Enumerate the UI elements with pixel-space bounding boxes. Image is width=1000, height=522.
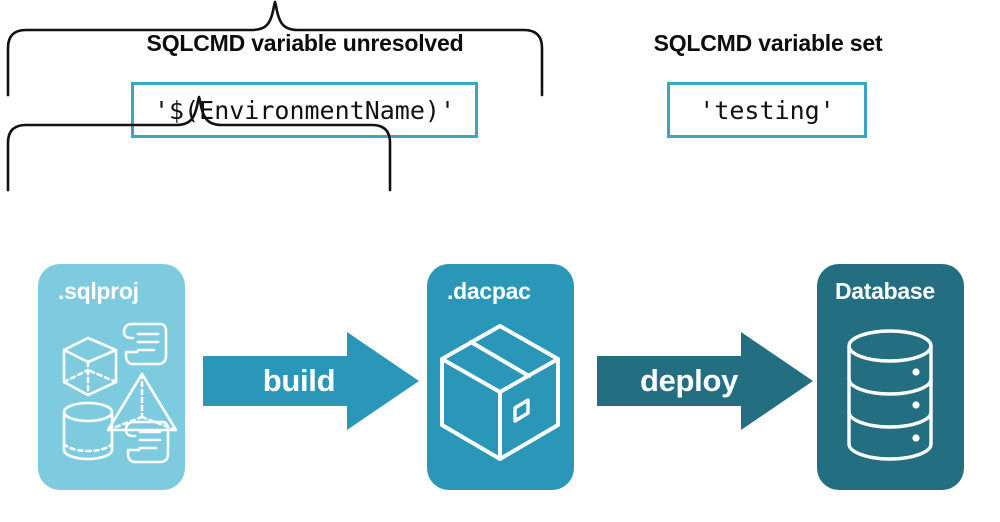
artifact-database[interactable]: Database xyxy=(817,264,964,490)
script-scroll-icon xyxy=(122,322,168,366)
cube-icon xyxy=(62,336,118,397)
left-curly-brace-icon xyxy=(6,0,544,97)
script-scroll-icon xyxy=(124,420,170,464)
artifact-database-icons xyxy=(817,312,964,484)
sqlcmd-variable-value-left: '$(EnvironmentName)' xyxy=(153,95,456,125)
database-cylinder-icon xyxy=(847,329,933,461)
artifact-dacpac-icons xyxy=(427,312,574,484)
arrow-build: build xyxy=(203,332,419,430)
pyramid-icon xyxy=(106,372,178,432)
cylinder-icon xyxy=(62,401,114,461)
arrow-deploy: deploy xyxy=(597,332,813,430)
package-box-icon xyxy=(440,324,560,461)
artifact-dacpac[interactable]: .dacpac xyxy=(427,264,574,490)
artifact-sqlproj[interactable]: .sqlproj xyxy=(38,264,185,490)
artifact-sqlproj-label: .sqlproj xyxy=(58,278,139,304)
artifact-database-label: Database xyxy=(835,278,935,304)
artifact-sqlproj-icons xyxy=(38,312,185,484)
sqlcmd-variable-value-right: 'testing' xyxy=(699,95,835,125)
sqlcmd-variable-value-box-right: 'testing' xyxy=(667,82,867,138)
brace-left xyxy=(0,0,550,97)
right-curly-brace-icon xyxy=(6,95,392,192)
sqlcmd-variable-value-box-left: '$(EnvironmentName)' xyxy=(131,82,478,138)
group-heading-left: SQLCMD variable unresolved xyxy=(146,30,464,56)
brace-right xyxy=(0,95,398,192)
build-arrow-icon xyxy=(203,332,419,430)
group-heading-right: SQLCMD variable set xyxy=(653,30,883,56)
deploy-arrow-icon xyxy=(597,332,813,430)
artifact-dacpac-label: .dacpac xyxy=(447,278,531,304)
